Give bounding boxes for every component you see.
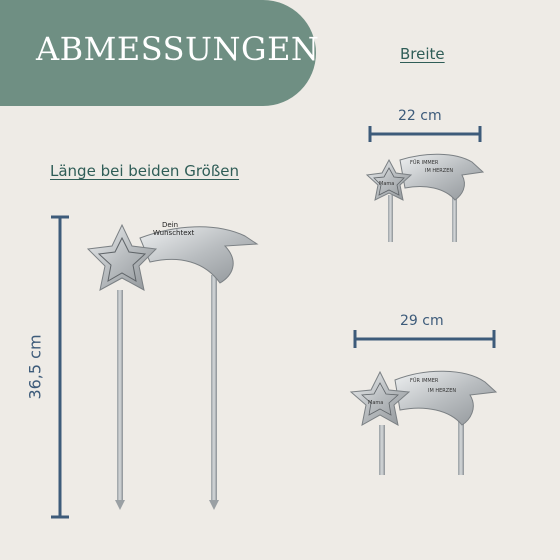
large-width-dimension-line [353, 330, 496, 348]
title-banner: ABMESSUNGEN [0, 0, 320, 106]
large-plaque [86, 223, 259, 510]
plaque-text-line1: Dein [162, 221, 179, 229]
medium-plaque-line1: FÜR IMMER [410, 378, 439, 384]
small-plaque-line1: FÜR IMMER [410, 160, 439, 166]
medium-plaque-line2: IM HERZEN [428, 388, 457, 394]
banner-title: ABMESSUNGEN [36, 30, 320, 68]
plaque-text-line2: Wunschtext [153, 229, 195, 237]
length-dimension-line [51, 215, 69, 519]
small-width-label: 22 cm [398, 108, 442, 124]
small-plaque-line2: IM HERZEN [425, 168, 454, 174]
width-heading: Breite [400, 45, 445, 63]
length-label: 36,5 cm [25, 334, 45, 400]
small-plaque-name: Mama [379, 181, 395, 187]
medium-plaque-name: Mama [368, 400, 384, 406]
small-plaque [365, 153, 485, 242]
large-width-label: 29 cm [400, 313, 444, 329]
length-heading: Länge bei beiden Größen [50, 162, 240, 180]
small-width-dimension-line [368, 126, 482, 142]
medium-plaque [349, 370, 498, 475]
